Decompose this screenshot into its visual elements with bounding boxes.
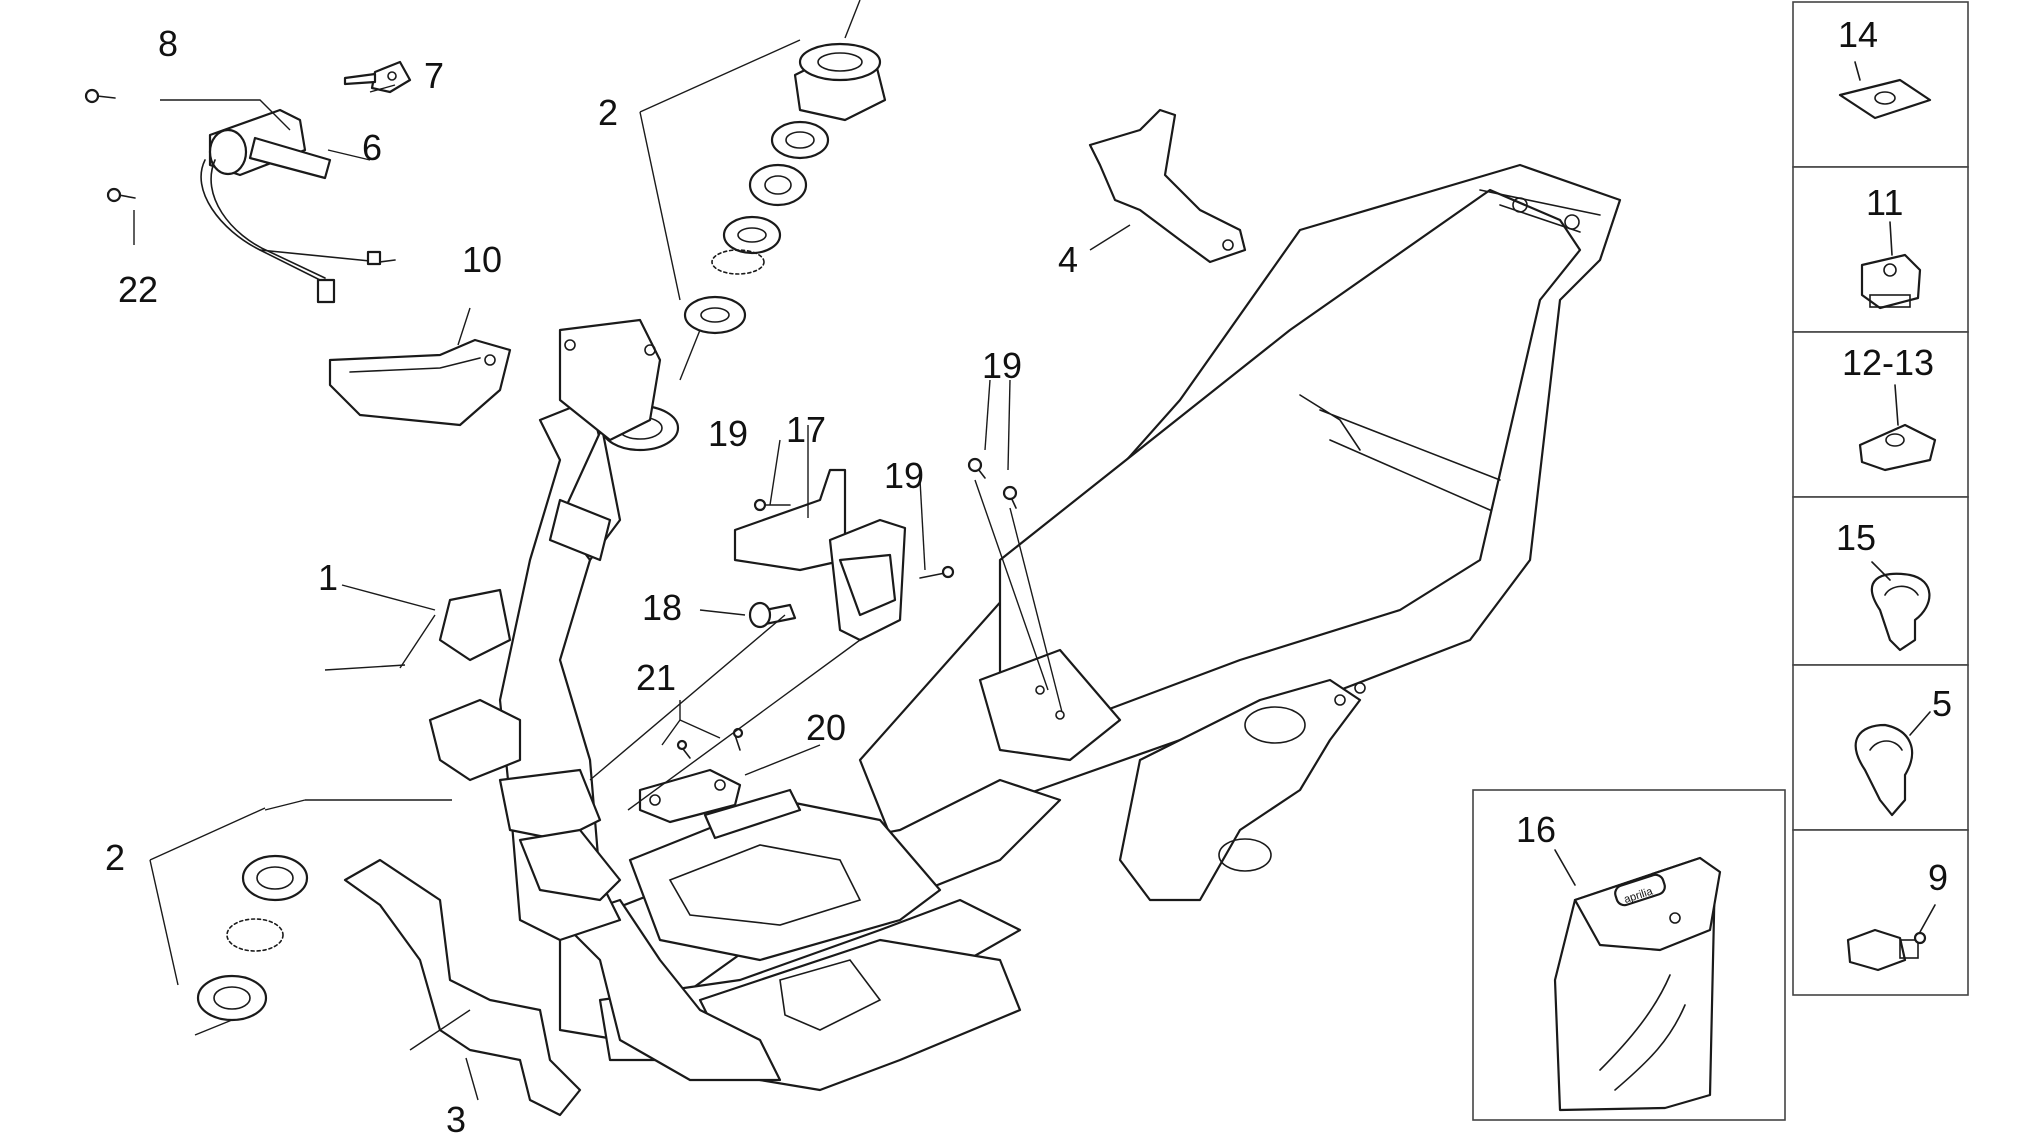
callout-1: 1 — [318, 557, 338, 598]
callout-8: 8 — [158, 23, 178, 64]
callout-4: 4 — [1058, 239, 1078, 280]
callout-21: 21 — [636, 657, 676, 698]
leader-lines — [133, 0, 1131, 1101]
panel-label-5: 5 — [1932, 683, 1952, 724]
brand-badge — [1614, 873, 1666, 907]
scooter-frame — [558, 163, 1622, 1092]
bracket-part-3 — [343, 858, 582, 1117]
steering-bearing-stack-top — [683, 42, 887, 335]
callout-labels: 1 2 2 3 4 6 7 8 10 17 18 19 19 19 20 21 … — [105, 23, 1078, 1140]
callout-22: 22 — [118, 269, 158, 310]
callout-10: 10 — [462, 239, 502, 280]
bracket-part-17 — [733, 468, 955, 642]
panel-label-11: 11 — [1866, 182, 1903, 223]
panel-label-12-13: 12-13 — [1842, 342, 1934, 383]
front-steering-column — [428, 318, 680, 942]
kit-label-16: 16 — [1516, 809, 1556, 850]
panel-label-14: 14 — [1838, 14, 1878, 55]
callout-17: 17 — [786, 409, 826, 450]
speed-nut-part-12-13 — [1858, 423, 1937, 472]
panel-label-9: 9 — [1928, 857, 1948, 898]
bracket-part-10 — [328, 338, 512, 427]
callout-19-middle: 19 — [884, 455, 924, 496]
tool-bag-flap — [1573, 856, 1722, 952]
clip-part-14 — [1838, 78, 1932, 120]
steering-bearing-stack-bottom — [196, 854, 309, 1022]
callout-2-top: 2 — [598, 92, 618, 133]
cable-clip-part-5 — [1854, 723, 1914, 817]
fastener-part-9 — [1846, 928, 1907, 972]
callout-18: 18 — [642, 587, 682, 628]
callout-2-bottom: 2 — [105, 837, 125, 878]
panel-cell-9 — [1792, 829, 1969, 996]
callout-19-right: 19 — [982, 345, 1022, 386]
callout-19-left: 19 — [708, 413, 748, 454]
ignition-lock-assembly — [84, 60, 412, 304]
bolts-part-19-pair — [967, 457, 1018, 509]
callout-7: 7 — [424, 55, 444, 96]
side-parts-panel: 14 11 12-13 15 5 9 — [1792, 1, 1969, 996]
callout-6: 6 — [362, 127, 382, 168]
callout-3: 3 — [446, 1099, 466, 1136]
tool-kit-box: aprilia 16 — [1472, 789, 1786, 1121]
callout-20: 20 — [806, 707, 846, 748]
bracket-part-4 — [1088, 108, 1247, 264]
panel-label-15: 15 — [1836, 517, 1876, 558]
